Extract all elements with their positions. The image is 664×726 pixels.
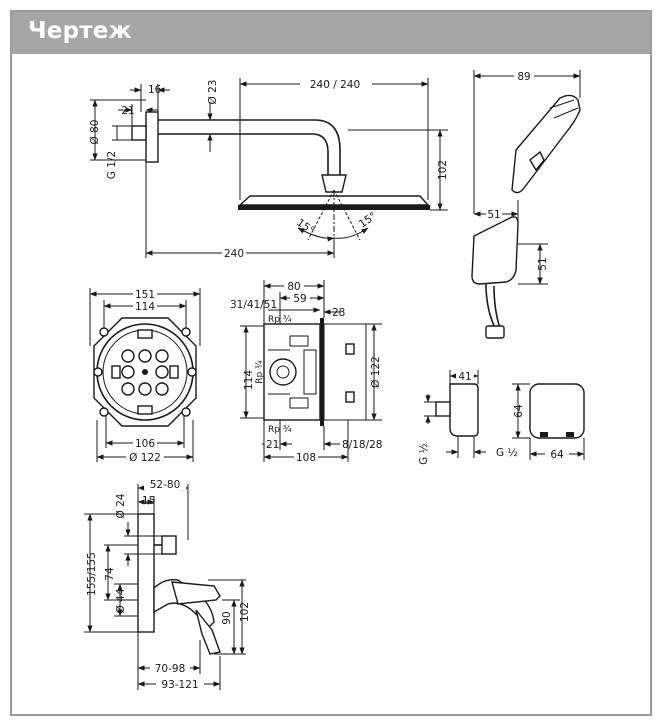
mixer-rosette	[137, 513, 155, 633]
dim-240-240: 240 / 240	[310, 79, 360, 91]
dim-89: 89	[517, 71, 530, 83]
dim-31-41-51: 31/41/51	[230, 299, 277, 311]
dim-114-side: 114	[243, 370, 255, 390]
wall-connector	[131, 125, 147, 141]
dim-51-a: 51	[487, 209, 500, 221]
dim-dia122: Ø 122	[129, 452, 161, 464]
mixer-view: 52-80 15 Ø 24 155/155 74 Ø 44 90 102	[84, 478, 251, 691]
label-rp-top: Rp ¾	[268, 315, 292, 325]
dim-64-height: 64	[513, 404, 525, 418]
ibox-front-view: 151 114 106 Ø 122	[89, 288, 201, 464]
dim-g12-horizontal: G ½	[496, 447, 518, 459]
dim-21-side: 21	[266, 439, 279, 451]
dim-dia44: Ø 44	[115, 588, 127, 613]
dim-64-width: 64	[550, 449, 564, 461]
ball-joint	[321, 174, 347, 193]
dim-16: 16	[148, 84, 162, 96]
dim-dia24: Ø 24	[115, 493, 127, 518]
dim-70-98: 70-98	[155, 663, 186, 675]
dim-59: 59	[293, 293, 306, 305]
dim-52-80: 52-80	[150, 479, 181, 491]
dim-90: 90	[221, 611, 233, 624]
ibox-ports	[111, 329, 179, 415]
dim-74: 74	[104, 567, 116, 581]
dim-151: 151	[135, 289, 155, 301]
dim-240: 240	[224, 248, 244, 260]
dim-93-121: 93-121	[161, 679, 198, 691]
shower-arm	[158, 119, 341, 175]
dim-102-mixer: 102	[239, 602, 251, 622]
dim-angle-left: 15°	[294, 217, 316, 238]
holder-plate	[529, 383, 585, 439]
wall-outlet	[449, 383, 479, 437]
wall-outlet-view: 41 G ½ G ½	[418, 370, 518, 465]
shower-holder	[471, 216, 519, 285]
dim-dia122-side: Ø 122	[370, 356, 382, 388]
dim-108: 108	[296, 452, 316, 464]
dim-102: 102	[437, 160, 449, 180]
dim-155-155: 155/155	[86, 552, 98, 596]
mixer-diverter	[161, 535, 177, 555]
dim-g12-vertical: G ½	[418, 443, 430, 465]
dim-angle-right: 15°	[357, 210, 379, 231]
label-rp-mid: Rp ¾	[255, 360, 265, 384]
page-title: Чертеж	[28, 18, 132, 44]
wall-flange	[145, 111, 159, 163]
dim-dia80: Ø 80	[89, 120, 101, 145]
dim-15: 15	[142, 495, 155, 507]
dim-114: 114	[135, 301, 155, 313]
dim-51-b: 51	[537, 257, 549, 270]
shower-arm-view: 16 21 Ø 80 G 1/2 Ø 23 240 / 240 102 15° …	[89, 78, 449, 260]
hand-shower	[511, 94, 581, 194]
dim-41: 41	[458, 371, 471, 383]
holder-view: 64 64	[512, 383, 585, 461]
hand-shower-view: 89 51 51	[471, 70, 581, 339]
dim-28: 28	[332, 307, 345, 319]
dim-dia23: Ø 23	[207, 80, 219, 105]
ibox-side-view: 80 59 31/41/51 28 Rp ¾ Rp ¾ Rp ¾ 114 Ø 1…	[230, 280, 382, 464]
dim-80: 80	[287, 281, 300, 293]
header-bar: Чертеж	[12, 12, 650, 54]
dim-106: 106	[135, 438, 155, 450]
dim-g12: G 1/2	[106, 151, 118, 179]
dim-8-18-28: 8/18/28	[342, 439, 382, 451]
dim-21: 21	[121, 105, 134, 117]
